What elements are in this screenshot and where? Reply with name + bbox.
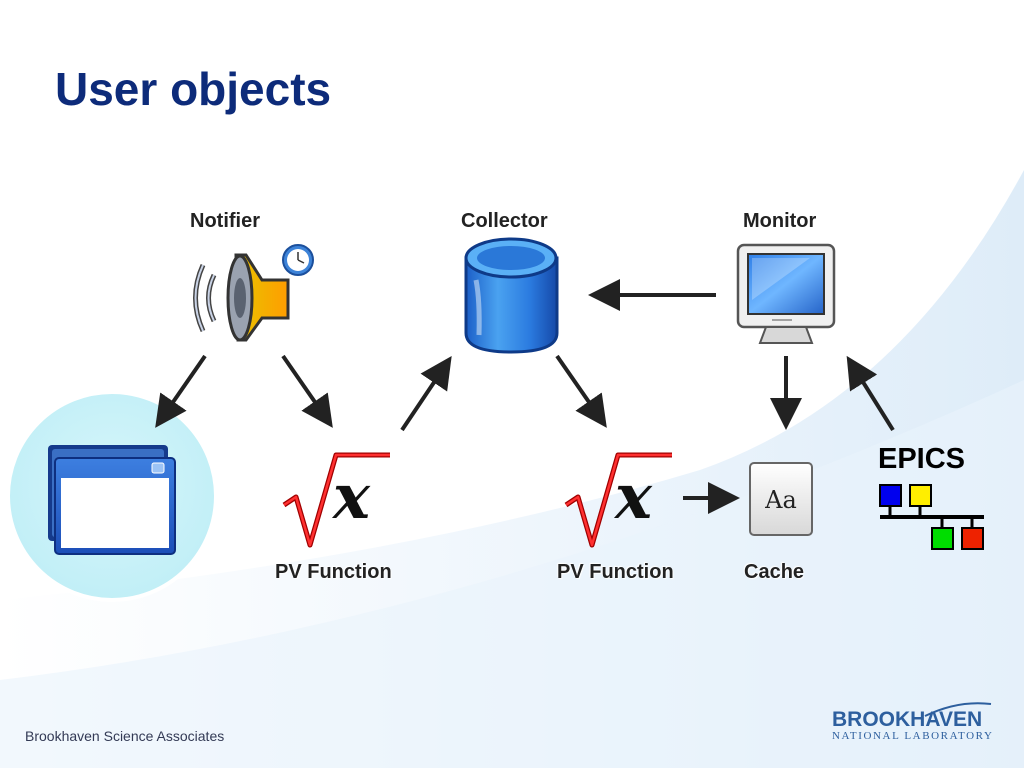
logo-subtitle: NATIONAL LABORATORY <box>832 730 994 742</box>
arrows <box>155 279 895 514</box>
network-blocks-icon <box>879 484 984 550</box>
arrow-pvfunction-to-collector <box>400 356 452 432</box>
arrow-collector-to-pvfunction <box>555 354 607 428</box>
collector-label: Collector <box>461 210 548 232</box>
arrow-notifier-to-pvfunction <box>281 354 333 428</box>
notifier-label: Notifier <box>190 210 260 232</box>
square-root-x-icon: x <box>282 452 390 548</box>
svg-text:x: x <box>331 460 371 533</box>
arrow-notifier-to-window <box>155 354 207 428</box>
font-aa-icon: Aa <box>749 462 813 536</box>
cache-icon-text: Aa <box>764 486 797 514</box>
epics-label: EPICS <box>878 443 966 475</box>
svg-text:x: x <box>613 460 653 533</box>
database-cylinder-icon <box>464 237 559 354</box>
monitor-label: Monitor <box>743 210 817 232</box>
speaker-icon <box>193 253 290 342</box>
page-title: User objects <box>55 63 332 115</box>
window-icon <box>6 390 218 602</box>
cache-label: Cache <box>744 561 805 583</box>
computer-monitor-icon <box>736 243 836 344</box>
pv-function-label-2: PV Function <box>557 561 674 583</box>
footer-organization: Brookhaven Science Associates <box>25 728 225 744</box>
logo-swoosh-icon <box>924 702 992 717</box>
arrow-epics-to-monitor <box>846 355 895 432</box>
pv-function-label-1: PV Function <box>275 561 392 583</box>
square-root-x-icon: x <box>564 452 672 548</box>
clock-icon <box>282 244 314 276</box>
logo-wordmark: BROOKHAVEN <box>832 708 983 731</box>
brookhaven-logo: BROOKHAVEN NATIONAL LABORATORY <box>828 700 1008 750</box>
